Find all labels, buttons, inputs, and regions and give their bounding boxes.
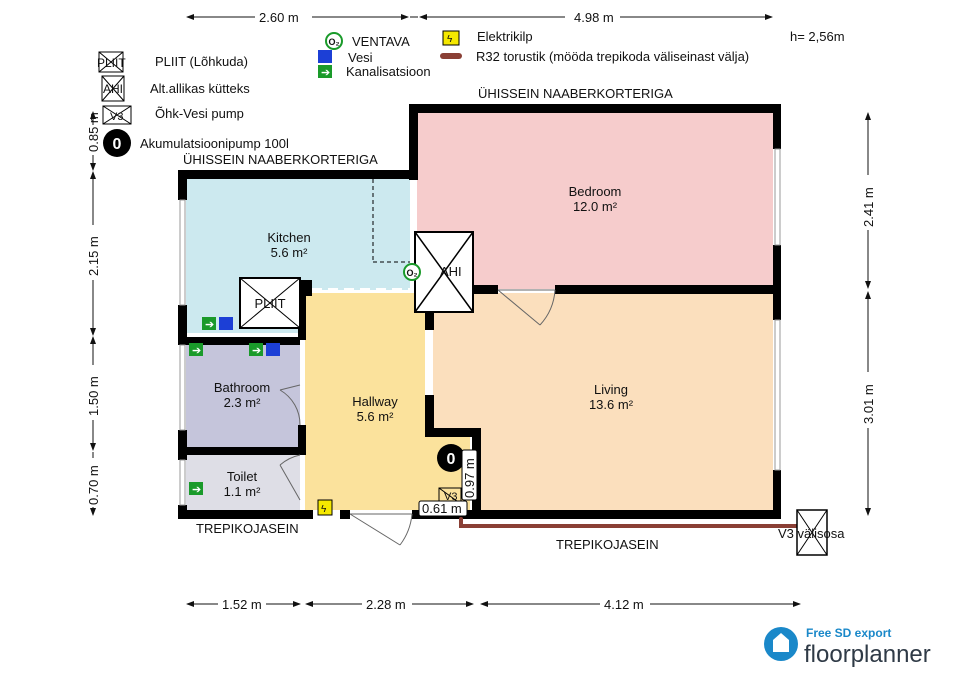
ahi-symbol: AHI [414,231,474,313]
hallway-floor [305,293,470,510]
water-tap-icon [219,317,233,330]
bathroom-floor [186,340,300,447]
label-text: Elektrikilp [477,29,533,44]
legend: PLIIT PLIIT (Lõhkuda) AHI Alt.allikas kü… [97,29,749,157]
label-text: 0 [113,136,122,153]
label-text: VENTAVA [352,34,410,49]
label-text: ➔ [252,345,261,357]
dim-left-4: 0.70 m [86,465,101,505]
drain-icon: ➔ [189,482,203,496]
label-text: V3 välisosa [778,526,845,541]
living-floor [433,293,773,510]
wall-label: ÜHISSEIN NAABERKORTERIGA [183,152,378,167]
room-living-name: Living [594,382,628,397]
dim-left-1: 0.85 m [86,112,101,152]
room-kitchen-name: Kitchen [267,230,310,245]
drain-icon: ➔ [249,343,263,357]
label-text: ➔ [192,345,201,357]
room-bathroom-area: 2.3 m² [224,395,262,410]
wall-label: ÜHISSEIN NAABERKORTERIGA [478,86,673,101]
room-toilet-area: 1.1 m² [224,484,262,499]
label-text: PLIIT (Lõhkuda) [155,54,248,69]
windows [179,148,781,506]
label-text: AHI [440,264,462,279]
room-kitchen-area: 5.6 m² [271,245,309,260]
label-text: Õhk-Vesi pump [155,106,244,121]
dim-right-1: 2.41 m [861,187,876,227]
dim-top-2: 4.98 m [574,10,614,25]
label-text: R32 torustik (mööda trepikoda väliseinas… [476,49,749,64]
label-text: ➔ [321,67,330,79]
closet-height-dim: 0.97 m [462,458,477,498]
room-toilet-name: Toilet [227,469,258,484]
bedroom-floor [417,113,773,289]
label-text: 0 [447,451,456,468]
ventava-icon: O₂ [403,263,421,281]
electric-panel-icon: ϟ [317,499,333,516]
label-text: Free SD export [806,626,891,640]
label-text: ϟ [447,34,453,45]
room-bedroom-name: Bedroom [569,184,622,199]
room-hallway-area: 5.6 m² [357,409,395,424]
label-text: ϟ [321,504,327,515]
floorplanner-logo: Free SD export floorplanner [764,626,931,668]
label-text: Vesi [348,50,373,65]
wall-label: TREPIKOJASEIN [196,521,299,536]
wall-label: TREPIKOJASEIN [556,537,659,552]
doors [279,289,556,546]
dim-left-3: 1.50 m [86,376,101,416]
label-text: ➔ [192,484,201,496]
dim-left-2: 2.15 m [86,236,101,276]
v3-outside-symbol: V3 välisosa [778,509,845,556]
label-text: PLIIT [97,56,126,70]
pliit-symbol: PLIIT [239,277,301,329]
label-text: V3 [444,491,457,503]
dim-bottom-2: 2.28 m [366,597,406,612]
drain-icon: ➔ [189,343,203,357]
label-text: floorplanner [804,641,931,668]
dim-top-1: 2.60 m [259,10,299,25]
dim-right-2: 3.01 m [861,384,876,424]
label-text: AHI [103,82,123,96]
label-text: ➔ [205,319,214,331]
label-text: PLIIT [254,296,285,311]
r32-pipe [459,517,802,528]
label-text: O₂ [329,37,340,47]
room-living-area: 13.6 m² [589,397,634,412]
label-text: Alt.allikas kütteks [150,81,250,96]
room-bathroom-name: Bathroom [214,380,270,395]
room-bedroom-area: 12.0 m² [573,199,618,214]
room-hallway-name: Hallway [352,394,398,409]
water-tap-icon [266,343,280,356]
drain-icon: ➔ [202,317,216,331]
height-note: h= 2,56m [790,29,845,44]
dim-bottom-3: 4.12 m [604,597,644,612]
label-text: Akumulatsioonipump 100l [140,136,289,151]
dim-bottom-1: 1.52 m [222,597,262,612]
label-text: V3 [110,111,123,123]
closet-width-dim: 0.61 m [422,501,462,516]
dimension-lines [90,14,871,607]
openings [300,288,431,425]
pump-symbol: 0 [437,444,465,472]
label-text: O₂ [407,268,418,278]
label-text: Kanalisatsioon [346,64,431,79]
